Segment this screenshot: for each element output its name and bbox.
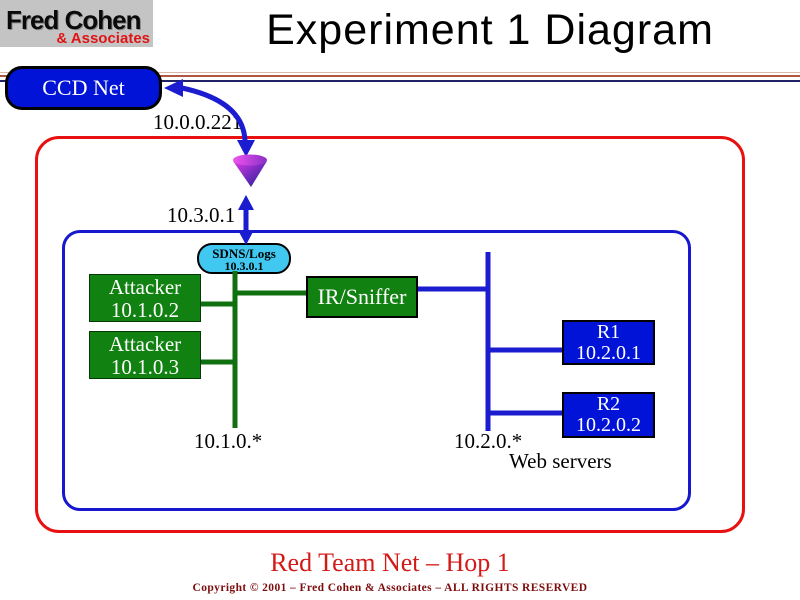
node-attacker-1-label: Attacker	[108, 275, 182, 299]
node-router-1-ip: 10.2.0.1	[576, 342, 641, 364]
header-separator-tan	[0, 72, 800, 73]
label-uplink-ip: 10.0.0.221	[153, 110, 243, 134]
inner-net-frame	[62, 230, 691, 511]
slide-title: Experiment 1 Diagram	[266, 6, 714, 54]
copyright-notice: Copyright © 2001 – Fred Cohen & Associat…	[192, 582, 588, 594]
label-gateway-ip: 10.3.0.1	[167, 203, 236, 227]
node-sdns-label: SDNS/Logs	[212, 246, 276, 261]
node-attacker-2: Attacker 10.1.0.3	[89, 331, 201, 379]
logo-name: Fred Cohen	[6, 5, 141, 35]
node-ccd-net-label: CCD Net	[42, 75, 125, 100]
node-ccd-net: CCD Net	[5, 66, 162, 110]
node-ir-sniffer-label: IR/Sniffer	[317, 284, 407, 309]
node-router-1: R1 10.2.0.1	[562, 320, 655, 365]
node-attacker-2-label: Attacker	[108, 332, 182, 356]
node-router-2-label: R2	[596, 393, 621, 415]
label-server-subnet: 10.2.0.*	[454, 429, 523, 453]
node-sdns-logs: SDNS/Logs 10.3.0.1	[197, 243, 291, 274]
node-router-2-ip: 10.2.0.2	[576, 414, 641, 436]
header-separator-red	[0, 75, 800, 77]
red-team-net-frame	[35, 136, 745, 533]
slide-caption: Red Team Net – Hop 1	[270, 548, 510, 577]
company-logo: Fred Cohen & Associates	[0, 0, 153, 47]
label-attacker-subnet: 10.1.0.*	[194, 429, 263, 453]
node-router-2: R2 10.2.0.2	[562, 392, 655, 438]
node-router-1-label: R1	[596, 321, 621, 343]
node-sdns-ip: 10.3.0.1	[224, 259, 264, 273]
header-separator-navy	[0, 80, 800, 82]
logo-subname: & Associates	[56, 30, 150, 47]
node-ir-sniffer: IR/Sniffer	[306, 276, 418, 318]
node-attacker-1-ip: 10.1.0.2	[110, 298, 180, 322]
node-attacker-1: Attacker 10.1.0.2	[89, 274, 201, 322]
label-web-servers: Web servers	[509, 449, 612, 473]
node-attacker-2-ip: 10.1.0.3	[110, 355, 180, 379]
